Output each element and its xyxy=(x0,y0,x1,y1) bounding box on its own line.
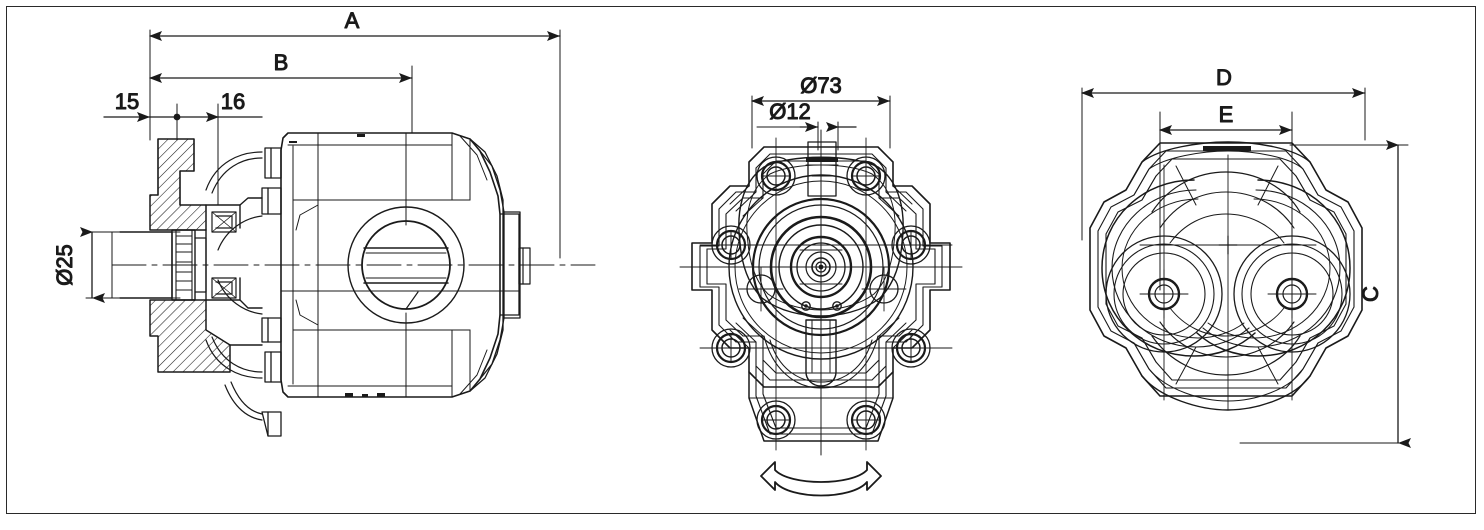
port-end-view xyxy=(1089,141,1363,411)
dimension-d: D xyxy=(1081,65,1366,98)
dimension-d-label: D xyxy=(1216,65,1232,90)
dimension-16-label: 16 xyxy=(221,89,245,114)
port-centre-line xyxy=(280,132,520,398)
dimension-b-label: B xyxy=(274,50,289,75)
dimension-16: 16 xyxy=(176,89,263,122)
extension-lines-right xyxy=(1081,87,1409,444)
port-end-bottom-boss xyxy=(1141,307,1311,411)
bidirectional-rotation-arrow xyxy=(760,461,882,497)
dimension-dia25: Ø25 xyxy=(52,227,181,303)
shaft-keyway-top xyxy=(805,141,839,197)
face-dowel-holes xyxy=(801,301,842,311)
locating-holes xyxy=(738,266,907,312)
rear-tab xyxy=(518,247,531,285)
dimension-dia12-label: Ø12 xyxy=(769,99,811,124)
dimension-e-label: E xyxy=(1219,102,1234,127)
drive-end-centre-lines xyxy=(679,129,963,456)
housing-ribs xyxy=(205,151,263,421)
dimension-e: E xyxy=(1159,102,1293,135)
dimension-group-drive-end: Ø73 Ø12 xyxy=(751,73,891,151)
dimension-b: B xyxy=(149,50,413,83)
dimension-group-port-end: D E C xyxy=(1081,65,1411,448)
flange-body-outline xyxy=(205,197,263,346)
dimension-15-label: 15 xyxy=(115,89,139,114)
port-end-inner-contours xyxy=(1097,150,1355,389)
dimension-c-label: C xyxy=(1358,286,1383,302)
dimension-dia73: Ø73 xyxy=(751,73,891,106)
housing-side-lugs xyxy=(261,147,282,437)
dimension-dia73-label: Ø73 xyxy=(800,73,842,98)
side-section-view xyxy=(111,132,596,437)
drive-end-view xyxy=(679,129,963,456)
dimension-dia12: Ø12 xyxy=(756,99,857,132)
port-end-ribs xyxy=(1089,161,1363,377)
dimension-group-side-view: A B 15 16 xyxy=(52,8,561,303)
shaft-seal-detail xyxy=(211,211,237,299)
dimension-a: A xyxy=(149,8,561,41)
dimension-a-label: A xyxy=(345,8,360,33)
twin-bore-casing xyxy=(1101,179,1351,357)
drive-end-casing-outline xyxy=(691,146,951,388)
port-end-top-boss xyxy=(1141,141,1311,244)
dimension-dia25-label: Ø25 xyxy=(52,244,77,286)
port-end-centre-lines xyxy=(1139,154,1317,411)
dimension-c: C xyxy=(1358,140,1411,448)
housing-surface-marks xyxy=(289,134,385,397)
dimension-15: 15 xyxy=(103,89,181,122)
